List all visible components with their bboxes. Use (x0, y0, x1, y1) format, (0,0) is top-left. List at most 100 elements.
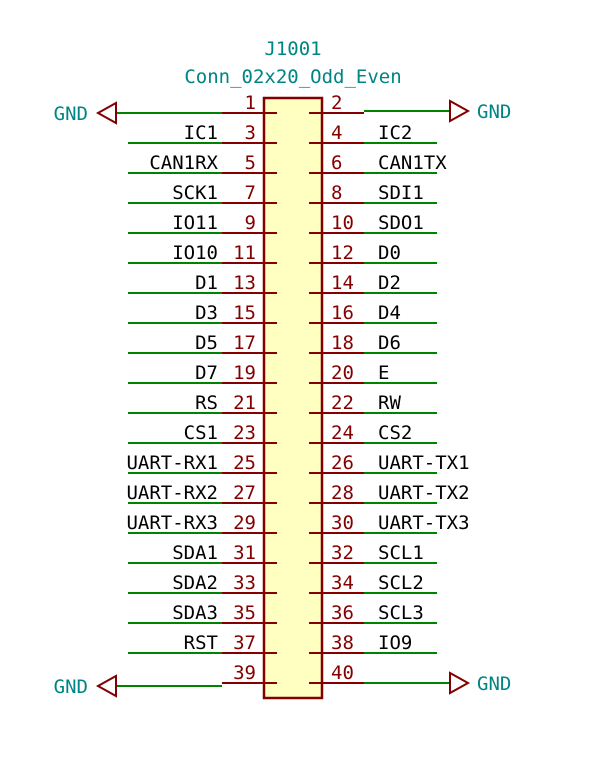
net-label-left: RST (184, 632, 218, 654)
ground-arrow-icon (95, 101, 117, 125)
component-reference: J1001 (264, 38, 321, 60)
ground-symbol-right: GND (364, 99, 511, 123)
pin-number-right: 22 (331, 392, 354, 414)
net-label-left: D5 (195, 332, 218, 354)
ground-arrow-icon (95, 674, 117, 698)
net-label-right: UART-TX1 (378, 452, 470, 474)
pin-number-left: 9 (245, 212, 256, 234)
net-label-right: D4 (378, 302, 401, 324)
ground-symbol-left: GND (54, 674, 222, 698)
pin-number-left: 7 (245, 182, 256, 204)
net-label-right: IO9 (378, 632, 412, 654)
pin-row: 33 34 SDA2 SCL2 (128, 572, 437, 594)
pin-row: 37 38 RST IO9 (128, 632, 437, 654)
net-label-right: CS2 (378, 422, 412, 444)
pin-number-right: 18 (331, 332, 354, 354)
pin-number-left: 21 (233, 392, 256, 414)
pin-number-left: 17 (233, 332, 256, 354)
pin-number-left: 15 (233, 302, 256, 324)
pin-number-left: 5 (245, 152, 256, 174)
net-label-right: D2 (378, 272, 401, 294)
ground-arrow-icon (449, 99, 471, 123)
net-label-left: CS1 (184, 422, 218, 444)
pin-row: 29 30 UART-RX3 UART-TX3 (126, 512, 470, 534)
net-label-left: IO11 (172, 212, 218, 234)
connector-body (262, 96, 324, 700)
pin-row: 15 16 D3 D4 (128, 302, 437, 324)
net-label-left: CAN1RX (149, 152, 218, 174)
pin-row: 19 20 D7 E (128, 362, 437, 384)
net-label-right: D6 (378, 332, 401, 354)
ground-symbol-left: GND (54, 101, 222, 125)
pin-number-left: 27 (233, 482, 256, 504)
pin-number-right: 6 (331, 152, 342, 174)
net-label-right: RW (378, 392, 401, 414)
pin-number-right: 20 (331, 362, 354, 384)
net-label-right: CAN1TX (378, 152, 447, 174)
pin-number-right: 38 (331, 632, 354, 654)
net-label-left: IC1 (184, 122, 218, 144)
net-label-left: D7 (195, 362, 218, 384)
net-label-left: SDA1 (172, 542, 218, 564)
pin-number-right: 8 (331, 182, 342, 204)
pin-row: 13 14 D1 D2 (128, 272, 437, 294)
net-label-left: UART-RX3 (126, 512, 218, 534)
pin-number-left: 19 (233, 362, 256, 384)
pin-number-right: 16 (331, 302, 354, 324)
net-label-right: D0 (378, 242, 401, 264)
pin-number-left: 33 (233, 572, 256, 594)
pin-number-right: 26 (331, 452, 354, 474)
net-label-left: SDA3 (172, 602, 218, 624)
net-label-right: SCL1 (378, 542, 424, 564)
pin-row: 17 18 D5 D6 (128, 332, 437, 354)
net-label-right: SCL3 (378, 602, 424, 624)
pin-number-right: 14 (331, 272, 354, 294)
pin-row: 9 10 IO11 SDO1 (128, 212, 437, 234)
component-value: Conn_02x20_Odd_Even (184, 66, 401, 88)
pin-number-left: 3 (245, 122, 256, 144)
ground-label: GND (54, 103, 88, 125)
pin-number-left: 35 (233, 602, 256, 624)
net-label-right: UART-TX2 (378, 482, 470, 504)
pin-number-left: 31 (233, 542, 256, 564)
net-label-right: UART-TX3 (378, 512, 470, 534)
net-label-left: D3 (195, 302, 218, 324)
net-label-right: E (378, 362, 389, 384)
ground-arrow-icon (449, 671, 471, 695)
pin-row: 35 36 SDA3 SCL3 (128, 602, 437, 624)
pin-row: 5 6 CAN1RX CAN1TX (128, 152, 447, 174)
ground-label: GND (54, 676, 88, 698)
pin-number-right: 10 (331, 212, 354, 234)
net-label-left: SDA2 (172, 572, 218, 594)
net-label-left: UART-RX1 (126, 452, 218, 474)
net-label-right: SCL2 (378, 572, 424, 594)
pin-row: 39 40 (222, 662, 364, 684)
pin-number-left: 29 (233, 512, 256, 534)
pin-number-left: 37 (233, 632, 256, 654)
pin-number-right: 40 (331, 662, 354, 684)
net-label-right: SDO1 (378, 212, 424, 234)
pin-number-right: 4 (331, 122, 342, 144)
net-label-left: UART-RX2 (126, 482, 218, 504)
net-label-left: SCK1 (172, 182, 218, 204)
pin-number-right: 30 (331, 512, 354, 534)
pin-number-left: 13 (233, 272, 256, 294)
pin-number-left: 39 (233, 662, 256, 684)
ground-label: GND (477, 101, 511, 123)
pin-number-right: 34 (331, 572, 354, 594)
net-label-left: D1 (195, 272, 218, 294)
pin-number-right: 12 (331, 242, 354, 264)
pin-number-right: 36 (331, 602, 354, 624)
pin-number-left: 23 (233, 422, 256, 444)
pin-number-left: 11 (233, 242, 256, 264)
pin-number-right: 2 (331, 92, 342, 114)
